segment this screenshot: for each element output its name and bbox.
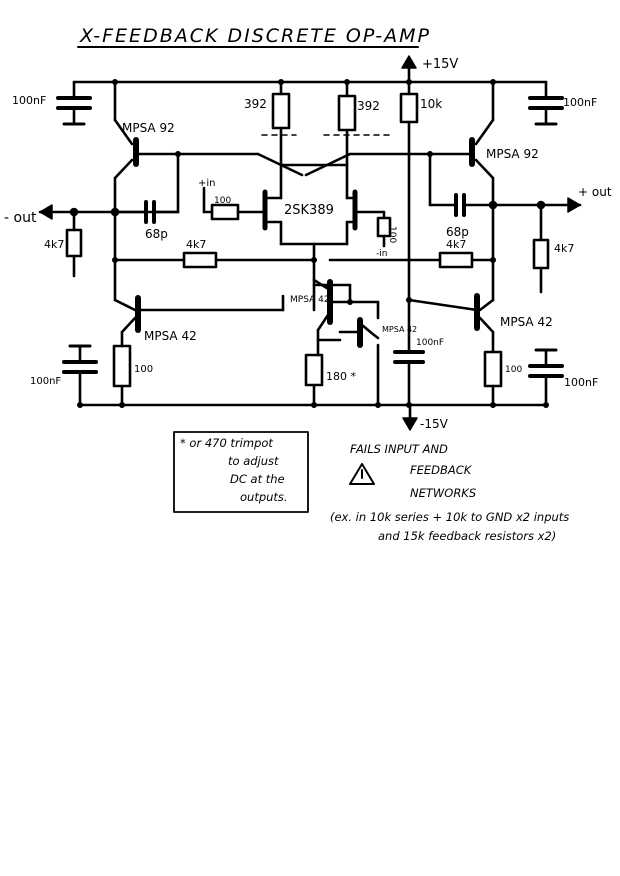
- transistor-middle-right: [316, 300, 380, 407]
- transistor-bottom-left-label: MPSA 42: [144, 329, 197, 343]
- resistor-4k7-feedback-left-label: 4k7: [186, 238, 206, 251]
- input-plus-label: +in: [198, 178, 216, 189]
- trimpot-note-line-2: to adjust: [228, 454, 279, 468]
- resistor-100-minus-label: 100: [387, 226, 397, 243]
- warning-icon: [349, 463, 375, 485]
- input-minus-label: -in: [376, 249, 387, 259]
- trimpot-note-line-1: * or 470 trimpot: [180, 436, 273, 450]
- decoupling-capacitor-middle: [393, 298, 425, 407]
- decoupling-capacitor-top-right: [528, 80, 564, 126]
- resistor-392-right: [337, 80, 357, 167]
- resistor-100-bottom-left: [112, 344, 132, 407]
- resistor-180: [304, 353, 324, 407]
- resistor-4k7-right-label: 4k7: [554, 242, 574, 255]
- junction-dots: [77, 79, 549, 408]
- cross-feedback-wires: [176, 152, 432, 177]
- example-line-1: (ex. in 10k series + 10k to GND x2 input…: [330, 510, 569, 524]
- negative-rail-label: -15V: [420, 417, 449, 431]
- warning-line-3: NETWORKS: [410, 486, 476, 500]
- resistor-180-label: 180 *: [326, 370, 356, 383]
- transistor-top-left-label: MPSA 92: [122, 121, 175, 135]
- resistor-392-left: [271, 80, 291, 167]
- output-plus-node: [428, 152, 582, 217]
- warning-line-1: FAILS INPUT AND: [350, 442, 448, 456]
- resistor-10k: [399, 80, 419, 302]
- capacitor-68p-left: [113, 152, 180, 224]
- resistor-4k7-feedback-right: [328, 251, 495, 269]
- resistor-4k7-feedback-left: [113, 251, 316, 269]
- resistor-392-left-label: 392: [244, 97, 267, 111]
- resistor-4k7-left: [65, 210, 83, 278]
- output-plus-label: + out: [578, 185, 612, 199]
- resistor-100-bottom-right: [483, 350, 503, 407]
- transistor-top-right: [428, 80, 495, 302]
- output-minus-label: - out: [4, 210, 37, 226]
- jfet-label: 2SK389: [284, 203, 334, 218]
- cap-bottom-left-label: 100nF: [30, 376, 61, 387]
- transistor-middle-left: [312, 278, 352, 357]
- resistor-10k-label: 10k: [420, 97, 442, 111]
- transistor-bottom-right: [407, 293, 495, 354]
- trimpot-note-line-4: outputs.: [240, 490, 288, 504]
- warning-line-2: FEEDBACK: [410, 463, 473, 477]
- capacitor-68p-right-label: 68p: [446, 225, 469, 239]
- transistor-bottom-right-label: MPSA 42: [500, 315, 553, 329]
- cap-top-right-label: 100nF: [563, 96, 597, 109]
- example-line-2: and 15k feedback resistors x2): [378, 529, 556, 543]
- decoupling-capacitor-top-left: [56, 80, 92, 126]
- positive-rail-label: +15V: [422, 57, 458, 72]
- trimpot-note: * or 470 trimpot to adjust DC at the out…: [180, 436, 288, 504]
- resistor-4k7-right: [532, 203, 550, 294]
- decoupling-capacitor-bottom-right: [528, 348, 564, 407]
- trimpot-note-box: [173, 431, 309, 513]
- capacitor-68p-left-label: 68p: [145, 227, 168, 241]
- cap-top-left-label: 100nF: [12, 94, 46, 107]
- decoupling-capacitor-bottom-left: [62, 344, 98, 407]
- warning-note: FAILS INPUT AND FEEDBACK NETWORKS (ex. i…: [330, 442, 569, 543]
- resistor-4k7-feedback-right-label: 4k7: [446, 238, 466, 251]
- resistor-100-bottom-right-label: 100: [505, 365, 522, 375]
- transistor-middle-left-label: MPSA 42: [290, 295, 330, 305]
- transistor-middle-right-label: MPSA 42: [382, 325, 417, 334]
- diagram-title: X-FEEDBACK DISCRETE OP-AMP: [79, 25, 431, 47]
- resistor-100-input-label: 100: [214, 196, 231, 206]
- transistor-top-left: [113, 80, 180, 302]
- jfet-2sk389: [262, 163, 358, 312]
- input-plus-network: [202, 186, 267, 221]
- cap-middle-label: 100nF: [416, 338, 444, 348]
- resistor-4k7-left-label: 4k7: [44, 238, 64, 251]
- resistor-392-right-label: 392: [357, 99, 380, 113]
- input-minus-network: [353, 210, 392, 248]
- transistor-top-right-label: MPSA 92: [486, 147, 539, 161]
- negative-rail: [78, 403, 548, 431]
- transistor-bottom-left: [113, 294, 285, 348]
- positive-rail: [72, 55, 548, 84]
- trimpot-note-line-3: DC at the: [230, 472, 285, 486]
- cap-bottom-right-label: 100nF: [564, 376, 598, 389]
- resistor-100-bottom-left-label: 100: [134, 364, 153, 375]
